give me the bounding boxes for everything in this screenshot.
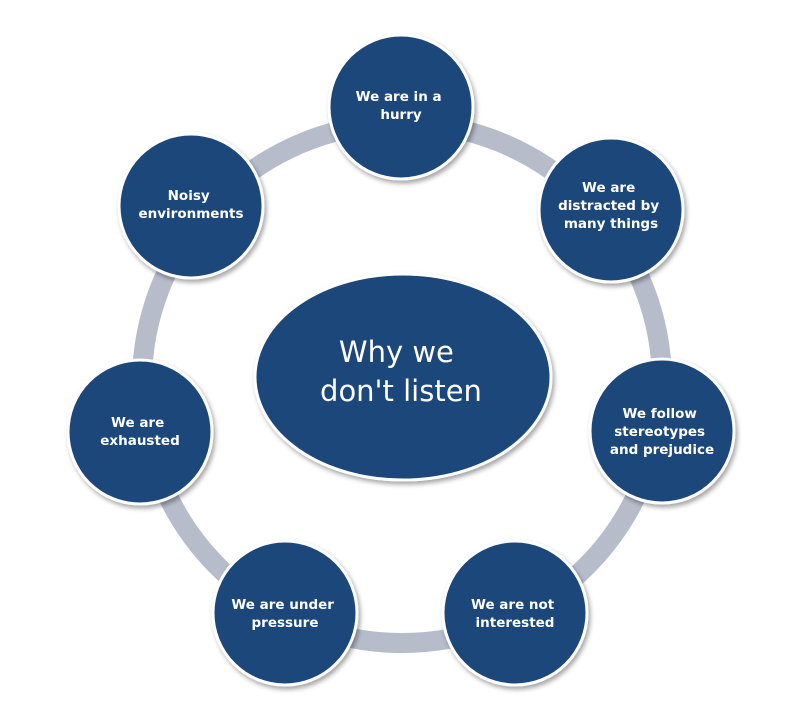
node-not-interested-line-1: We are not (471, 597, 555, 613)
node-not-interested-circle (441, 539, 589, 687)
node-hurry-line-1: We are in a (356, 89, 442, 105)
center-title-line-1: Why we (339, 335, 454, 369)
node-under-pressure-label: We are under pressure (231, 597, 338, 631)
node-distracted-line-1: We are (582, 180, 635, 196)
center-title-line-2: don't listen (320, 374, 482, 408)
node-exhausted: We are exhausted (66, 358, 214, 506)
node-not-interested: We are not interested (441, 539, 589, 687)
node-exhausted-circle (66, 358, 214, 506)
node-not-interested-label: We are not interested (471, 597, 559, 631)
node-exhausted-line-1: We are (111, 415, 164, 431)
node-exhausted-label: We are exhausted (100, 415, 180, 449)
node-hurry-circle (327, 33, 475, 181)
node-exhausted-line-2: exhausted (100, 433, 180, 449)
node-hurry-line-2: hurry (380, 107, 422, 123)
node-not-interested-line-2: interested (476, 615, 555, 631)
node-stereotypes-label: We follow stereotypes and prejudice (610, 406, 714, 458)
node-noisy-line-1: Noisy (168, 188, 210, 204)
center-title: Why we don't listen (320, 335, 482, 408)
node-stereotypes-line-2: stereotypes (614, 424, 705, 440)
node-hurry-label: We are in a hurry (356, 89, 447, 123)
node-stereotypes: We follow stereotypes and prejudice (588, 357, 736, 505)
node-noisy: Noisy environments (117, 132, 265, 280)
center-node: Why we don't listen (253, 272, 553, 482)
node-distracted-label: We are distracted by many things (558, 180, 664, 232)
node-stereotypes-circle (588, 357, 736, 505)
node-distracted-circle (537, 136, 685, 284)
node-noisy-circle (117, 132, 265, 280)
node-under-pressure-line-2: pressure (252, 615, 319, 631)
node-distracted: We are distracted by many things (537, 136, 685, 284)
node-stereotypes-line-1: We follow (622, 406, 696, 422)
node-under-pressure: We are under pressure (211, 539, 359, 687)
node-noisy-label: Noisy environments (138, 188, 243, 222)
node-distracted-line-2: distracted by (558, 198, 659, 214)
node-hurry: We are in a hurry (327, 33, 475, 181)
node-under-pressure-line-1: We are under (231, 597, 334, 613)
node-stereotypes-line-3: and prejudice (610, 442, 714, 458)
node-noisy-line-2: environments (138, 206, 243, 222)
node-under-pressure-circle (211, 539, 359, 687)
center-ellipse (253, 272, 553, 482)
node-distracted-line-3: many things (564, 216, 658, 232)
